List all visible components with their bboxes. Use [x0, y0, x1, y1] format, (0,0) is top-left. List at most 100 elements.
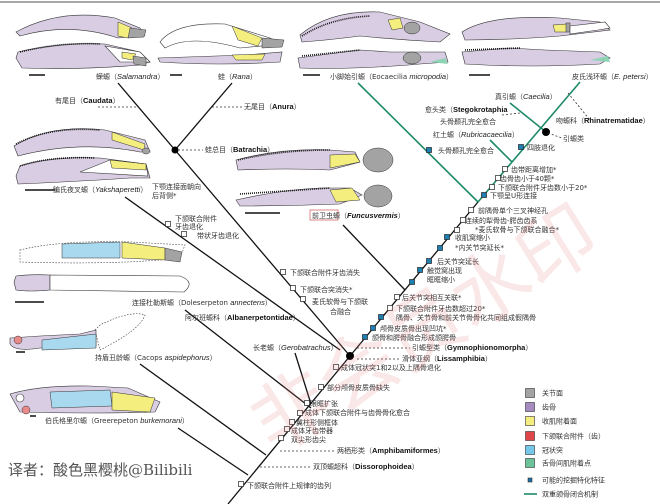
character-marker	[284, 426, 290, 432]
legend-label: 收肌附着面	[542, 417, 577, 426]
digging-trait-marker	[417, 267, 423, 273]
character-marker	[502, 166, 508, 172]
character-label: 麦氏软骨与下颌联	[312, 297, 368, 306]
character-label: 齿带距离增加*	[511, 165, 557, 174]
character-label: 下颌联合附件上规律的齿列	[247, 481, 331, 490]
character-label: 下颚呈U形连接	[490, 191, 537, 200]
clade-batrachia-label: 蛙总目（Batrachia）	[205, 145, 274, 154]
legend-swatch	[527, 477, 533, 483]
character-label: 齿骨齿小于40颗*	[500, 174, 555, 183]
character-marker	[460, 217, 466, 223]
character-marker	[278, 435, 284, 441]
taxon-salamandra-label: 蝾螈（Salamandra）	[96, 72, 164, 81]
digging-trait-marker	[378, 314, 384, 320]
clade-amphibamiformes-label: 两栖形类（Amphibamiformes）	[337, 446, 445, 455]
character-marker	[238, 481, 244, 487]
character-marker	[165, 221, 171, 227]
character-marker	[489, 184, 495, 190]
tree-branches	[117, 81, 581, 504]
petersi-jaw-drawing	[461, 16, 611, 76]
clade-albanerpetontidae-label: 阿尔班螈科（Albanerpetontidae）	[185, 313, 300, 322]
character-label: 眼眶扩张	[310, 399, 338, 408]
digging-trait-marker	[426, 258, 432, 264]
taxon-doleserpeton-label: 连接杜勒斯螈（Doleserpeton annectens）	[132, 298, 272, 307]
character-label: 翼柱形侧框体	[296, 418, 338, 427]
legend-label: 下颌联合附件（齿）	[542, 432, 605, 441]
character-label: 部分颅骨皮质骨缺失	[327, 383, 390, 392]
taxon-petersi-label: 皮氏浅环螈（E. petersi）	[572, 72, 653, 81]
character-annotations: 下颚连接面朝向后背侧*下颌联合附件牙齿退化带状牙齿退化下颌联合附件牙齿消失下颌联…	[152, 117, 588, 490]
taxon-rubricacaecilia-label: 红土螈（Rubricacaecilia）	[433, 130, 519, 139]
legend-label: 关节面	[542, 389, 563, 398]
character-marker	[468, 207, 474, 213]
character-label: 下颌联合突消失*	[300, 285, 353, 294]
character-marker	[495, 175, 501, 181]
character-label: 合融合	[330, 307, 351, 316]
digging-trait-marker	[437, 245, 443, 251]
taxon-greerepeton-label: 伯氏格里尔螈（Greerepeton burkemorani）	[45, 416, 189, 425]
character-marker	[387, 305, 393, 311]
character-label: 成体下颌联合附件与齿骨骨化愈合	[305, 408, 410, 417]
character-label: *内关节突延长*	[455, 243, 504, 252]
legend-swatch	[525, 416, 535, 426]
legend-swatch	[525, 445, 535, 455]
character-marker	[300, 296, 306, 302]
digging-trait-marker	[426, 147, 432, 153]
character-marker	[280, 269, 286, 275]
digging-trait-marker	[481, 192, 487, 198]
character-marker	[304, 400, 310, 406]
legend-swatch	[525, 402, 535, 412]
clade-pointers	[98, 92, 591, 468]
legend-swatch	[525, 458, 535, 468]
rana-jaw-drawing	[157, 23, 285, 76]
character-label: 触觉窝出现	[427, 266, 462, 275]
character-marker	[297, 410, 303, 416]
digging-trait-marker	[518, 144, 524, 150]
doleserpeton-jaw-drawing	[13, 241, 190, 303]
character-label: 头骨颞孔完全愈合	[440, 117, 496, 126]
taxon-yakshaperetti-label: 鳊氏夜叉螈（Yakshaperetti）	[53, 185, 147, 194]
taxon-caecilia-label: 真引螈（Caecilia）	[495, 92, 557, 101]
funcusvermis-highlight-box	[309, 209, 339, 221]
character-label: 眶眶缩小	[427, 275, 455, 284]
cacops-jaw-drawing	[9, 313, 146, 353]
clade-gymnophionomorpha-label: 引螈型类（Gymnophionomorpha）	[412, 343, 532, 352]
character-label: 后背侧*	[152, 191, 177, 200]
digging-trait-marker	[444, 234, 450, 240]
character-label: 成体冠状突1和2以及上隅骨退化	[341, 363, 441, 372]
caecilian-node	[542, 128, 550, 136]
character-label: 颅骨皮质骨出现凹坑*	[380, 324, 447, 333]
taxon-rana-label: 蛙（Rana）	[218, 72, 257, 81]
taxon-eocaecilia-label: 小脚始引螈（Eocaecilia micropodia）	[330, 72, 453, 81]
funcusvermis-jaw-drawing	[235, 147, 394, 214]
legend-swatch	[525, 431, 535, 441]
legend: 关节面齿骨收肌附着面下颌联合附件（齿）冠状突舌骨间肌附着点可能的挖掘特化特征双重…	[524, 388, 605, 499]
character-label: *麦氏软骨与下颌联合融合*	[475, 225, 559, 234]
batrachia-node	[171, 146, 179, 154]
character-label: 牙齿退化	[175, 222, 203, 231]
clade-rhinatrematidae-label: 吻螈科（Rhinatrematidae）	[556, 116, 650, 125]
character-label: 隅骨、关节骨和前关节骨骨化共同组成假隅骨	[396, 313, 536, 322]
character-label: 带状牙齿退化	[197, 231, 239, 240]
character-label: 前隅骨单个三叉神经孔	[478, 206, 548, 215]
character-label: 成体牙齿带器	[291, 426, 333, 435]
taxon-cacops-label: 持盾丑龄螈（Cacops aspidephorus）	[95, 353, 217, 362]
character-label: 四肢退化	[527, 143, 555, 152]
character-label: 后关节突延长	[437, 257, 479, 266]
clade-stegokrotaphia-label: 愈头类（Stegokrotaphia	[425, 105, 508, 114]
legend-label: 可能的挖掘特化特征	[542, 476, 605, 485]
character-label: 下颌联合附件	[175, 214, 217, 223]
digging-trait-marker	[362, 334, 368, 340]
character-label: 下颚连接面朝向	[152, 182, 201, 191]
clade-caecilians-label: 引螈类	[563, 134, 584, 143]
character-label: 下颌联合附件牙齿数超过20*	[396, 304, 486, 313]
character-label: 收肌窝缩小	[455, 233, 490, 242]
character-marker	[394, 294, 400, 300]
yakshaperetti-jaw-drawing	[13, 128, 151, 191]
character-marker	[318, 384, 324, 390]
eocaecilia-jaw-drawing	[297, 11, 451, 76]
digging-trait-marker	[409, 279, 415, 285]
digging-trait-marker	[370, 325, 376, 331]
